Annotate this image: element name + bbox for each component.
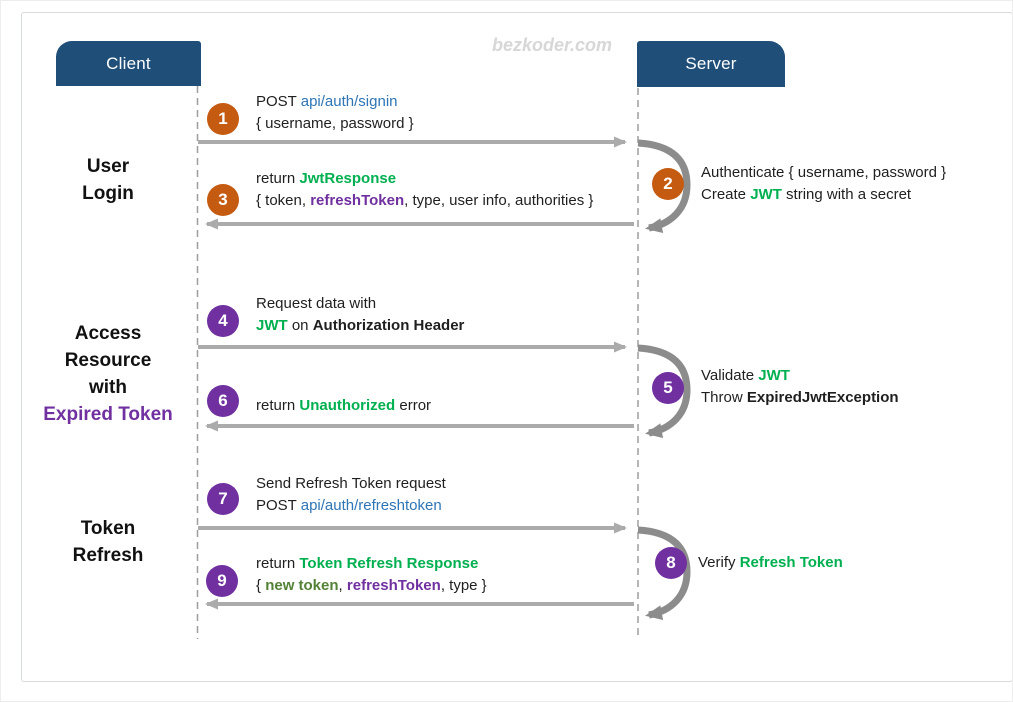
text-segment: Create xyxy=(701,186,751,203)
message-line: Request data with xyxy=(256,293,464,315)
step-6-message: return Unauthorized error xyxy=(256,395,431,417)
step-9-badge: 9 xyxy=(206,565,238,597)
new-token-text: new token xyxy=(265,577,339,594)
text-segment: Request data with xyxy=(256,295,377,312)
text-segment: POST xyxy=(256,497,301,514)
text-segment: return xyxy=(256,397,300,414)
text-segment: POST xyxy=(256,93,301,110)
api-path-text: api/auth/refreshtoken xyxy=(300,497,442,514)
step-6-badge: 6 xyxy=(207,385,239,417)
message-line: return JwtResponse xyxy=(256,168,593,190)
text-segment: , type } xyxy=(440,577,487,594)
text-segment: Send Refresh Token request xyxy=(256,475,446,492)
section-label-user-login: User Login xyxy=(18,153,198,207)
text-segment: { xyxy=(256,577,266,594)
section-line: Refresh xyxy=(72,545,144,566)
text-segment: , type, user info, authorities } xyxy=(404,192,594,209)
client-actor-box: Client xyxy=(56,41,201,86)
text-segment: Verify xyxy=(698,554,740,571)
text-segment: on xyxy=(287,317,313,334)
message-line: POST api/auth/signin xyxy=(256,91,414,113)
jwt-text: JWT xyxy=(256,317,288,334)
section-line: Login xyxy=(82,183,134,204)
section-line: with xyxy=(89,377,127,398)
message-line: { username, password } xyxy=(256,113,414,135)
step-2-message: Authenticate { username, password } Crea… xyxy=(701,162,946,206)
refresh-token-text: refreshToken xyxy=(310,192,405,209)
text-segment: return xyxy=(256,170,300,187)
section-line: Token xyxy=(80,518,136,539)
message-line: { new token, refreshToken, type } xyxy=(256,575,487,597)
text-segment: return xyxy=(256,555,300,572)
jwt-text: JWT xyxy=(758,367,790,384)
section-label-token-refresh: Token Refresh xyxy=(18,515,198,569)
text-segment: { username, password } xyxy=(256,115,414,132)
section-line: User xyxy=(86,156,130,177)
text-segment: Throw xyxy=(701,389,747,406)
text-segment: Authenticate { username, password } xyxy=(701,164,947,181)
text-segment: error xyxy=(395,397,432,414)
section-line: Access xyxy=(74,323,142,344)
step-5-badge: 5 xyxy=(652,372,684,404)
step-1-badge: 1 xyxy=(207,103,239,135)
step-2-badge: 2 xyxy=(652,168,684,200)
authorization-header-text: Authorization Header xyxy=(312,317,465,334)
section-label-access-resource: Access Resource with Expired Token xyxy=(18,320,198,428)
message-line: JWT on Authorization Header xyxy=(256,315,464,337)
step-5-message: Validate JWT Throw ExpiredJwtException xyxy=(701,365,899,409)
step-9-message: return Token Refresh Response { new toke… xyxy=(256,553,487,597)
jwt-text: JWT xyxy=(750,186,782,203)
text-segment: string with a secret xyxy=(781,186,912,203)
api-path-text: api/auth/signin xyxy=(300,93,398,110)
refresh-token-text: refreshToken xyxy=(346,577,441,594)
message-line: POST api/auth/refreshtoken xyxy=(256,495,446,517)
refresh-token-text: Refresh Token xyxy=(739,554,843,571)
message-line: return Unauthorized error xyxy=(256,395,431,417)
token-refresh-response-text: Token Refresh Response xyxy=(299,555,479,572)
message-line: Verify Refresh Token xyxy=(698,552,843,574)
unauthorized-text: Unauthorized xyxy=(299,397,396,414)
section-line-expired-token: Expired Token xyxy=(43,404,173,425)
step-3-message: return JwtResponse { token, refreshToken… xyxy=(256,168,593,212)
text-segment: , xyxy=(338,577,347,594)
step-1-message: POST api/auth/signin { username, passwor… xyxy=(256,91,414,135)
step-7-badge: 7 xyxy=(207,483,239,515)
message-line: Create JWT string with a secret xyxy=(701,184,946,206)
message-line: Throw ExpiredJwtException xyxy=(701,387,899,409)
text-segment: Validate xyxy=(701,367,759,384)
message-line: Send Refresh Token request xyxy=(256,473,446,495)
message-line: Authenticate { username, password } xyxy=(701,162,946,184)
message-line: return Token Refresh Response xyxy=(256,553,487,575)
step-7-message: Send Refresh Token request POST api/auth… xyxy=(256,473,446,517)
jwt-response-text: JwtResponse xyxy=(299,170,397,187)
step-8-badge: 8 xyxy=(655,547,687,579)
step-4-badge: 4 xyxy=(207,305,239,337)
section-line: Resource xyxy=(64,350,152,371)
bezkoder-watermark: bezkoder.com xyxy=(491,35,613,55)
step-3-badge: 3 xyxy=(207,184,239,216)
message-line: { token, refreshToken, type, user info, … xyxy=(256,190,593,212)
text-segment: { token, xyxy=(256,192,311,209)
server-actor-box: Server xyxy=(637,41,785,87)
message-line: Validate JWT xyxy=(701,365,899,387)
step-8-message: Verify Refresh Token xyxy=(698,552,843,574)
expired-jwt-exception-text: ExpiredJwtException xyxy=(746,389,899,406)
step-4-message: Request data with JWT on Authorization H… xyxy=(256,293,464,337)
